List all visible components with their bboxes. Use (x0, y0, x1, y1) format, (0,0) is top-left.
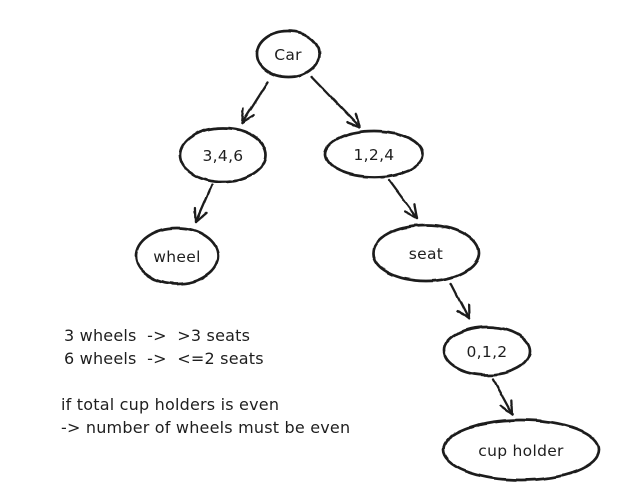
annotation-line: if total cup holders is even (61, 395, 279, 414)
edge-car-to-wheel-values[interactable] (240, 80, 270, 125)
arrowhead-icon (456, 309, 471, 321)
node-ellipse-car (255, 29, 321, 79)
node-ellipse-seat-values (323, 129, 425, 179)
node-ellipse-cup-holder-values (442, 325, 532, 377)
arrowhead-icon (510, 398, 514, 416)
node-seat-values[interactable]: 1,2,4 (323, 129, 425, 179)
arrowhead-icon (345, 120, 362, 129)
edge-line (194, 183, 214, 224)
node-label-seat: seat (409, 245, 443, 263)
edge-wheel-values-to-wheel[interactable] (194, 183, 214, 224)
annotation-line: -> number of wheels must be even (61, 418, 350, 437)
annotations-layer: 3 wheels -> >3 seats 6 wheels -> <=2 seat… (61, 326, 350, 437)
node-seat[interactable]: seat (371, 223, 481, 283)
edge-line (491, 377, 514, 416)
edge-line (387, 178, 419, 220)
edge-car-to-seat-values[interactable] (310, 75, 362, 129)
edge-seat-values-to-seat[interactable] (387, 178, 419, 220)
node-car[interactable]: Car (255, 29, 321, 79)
edge-line (310, 75, 362, 129)
node-ellipse-wheel (134, 226, 220, 286)
annotation-cup-holder-rule[interactable]: if total cup holders is even -> number of… (61, 395, 350, 437)
node-wheel[interactable]: wheel (134, 226, 220, 286)
node-ellipse-seat (371, 223, 481, 283)
node-label-wheel: wheel (153, 248, 200, 266)
edges-layer (194, 75, 514, 416)
node-label-cup-holder: cup holder (478, 442, 564, 460)
edge-line (449, 282, 471, 321)
node-label-car: Car (274, 46, 302, 64)
node-ellipse-wheel-values (178, 126, 268, 184)
arrowhead-icon (403, 210, 419, 220)
arrowhead-icon (413, 203, 419, 220)
edge-seat-to-cup-holder-values[interactable] (449, 282, 471, 321)
annotation-line: 6 wheels -> <=2 seats (64, 349, 264, 368)
node-wheel-values[interactable]: 3,4,6 (178, 126, 268, 184)
nodes-layer: Car 3,4,6 1,2,4 wheel seat 0,1,2 cup holder (134, 29, 601, 482)
annotation-line: 3 wheels -> >3 seats (64, 326, 250, 345)
node-ellipse-cup-holder (441, 418, 601, 482)
edge-line (240, 80, 270, 125)
edge-cup-holder-values-to-cup-holder[interactable] (491, 377, 514, 416)
annotation-wheel-seat-rules[interactable]: 3 wheels -> >3 seats 6 wheels -> <=2 seat… (64, 326, 264, 368)
arrowhead-icon (354, 112, 362, 129)
arrowhead-icon (240, 114, 256, 125)
arrowhead-icon (194, 206, 198, 224)
node-cup-holder[interactable]: cup holder (441, 418, 601, 482)
node-label-cup-holder-values: 0,1,2 (467, 343, 508, 361)
arrowhead-icon (499, 404, 514, 416)
node-label-wheel-values: 3,4,6 (203, 147, 244, 165)
arrowhead-icon (240, 107, 245, 125)
arrowhead-icon (194, 211, 208, 224)
node-cup-holder-values[interactable]: 0,1,2 (442, 325, 532, 377)
node-label-seat-values: 1,2,4 (354, 146, 395, 164)
